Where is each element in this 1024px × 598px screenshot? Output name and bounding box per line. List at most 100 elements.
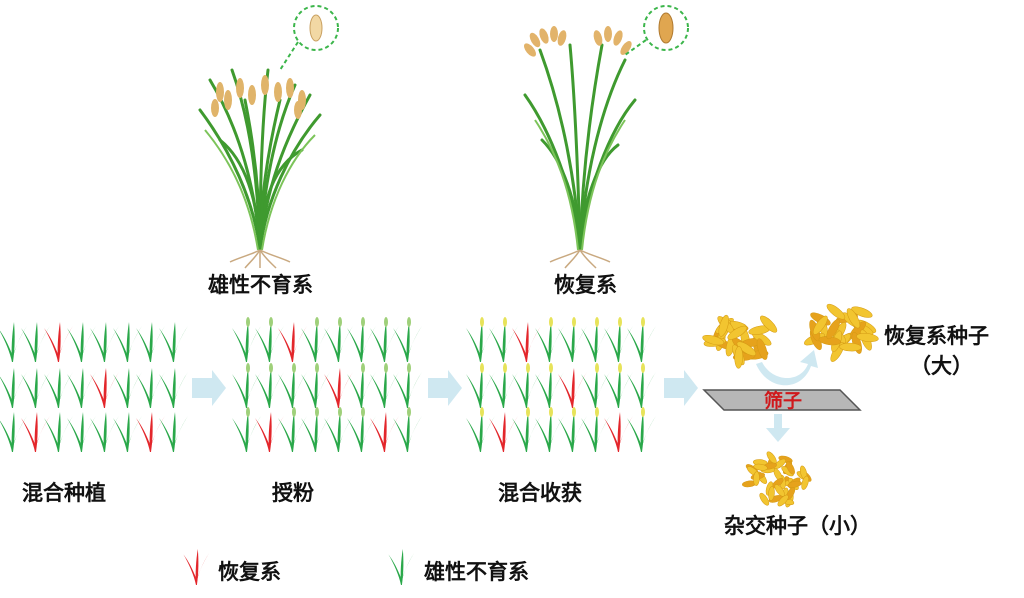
down-arrow-icon xyxy=(766,414,790,442)
sterile-seedling xyxy=(466,363,495,408)
sterile-seedling xyxy=(558,407,587,452)
sterile-seedling xyxy=(136,322,165,362)
rice-grain xyxy=(734,346,743,369)
sterile-seedling xyxy=(232,407,261,452)
rice-grain xyxy=(753,471,760,486)
sterile-seedling xyxy=(67,368,96,408)
sieve-label: 筛子 xyxy=(764,390,803,412)
sterile-seedling xyxy=(44,368,73,408)
sterile-seedling xyxy=(627,317,656,362)
restorer-seedling xyxy=(370,412,399,452)
sterile-seedling xyxy=(67,322,96,362)
restorer-seedling xyxy=(558,368,587,408)
sterile-seedling xyxy=(90,322,119,362)
sterile-seedling xyxy=(581,407,610,452)
sterile-seedling xyxy=(159,322,188,362)
sterile-seedling xyxy=(512,363,541,408)
curved-arrow-icon xyxy=(756,350,818,386)
sterile-seedling xyxy=(604,317,633,362)
restorer-seedling xyxy=(278,322,307,362)
sterile-seedling xyxy=(113,368,142,408)
label-restorer-seed-size: （大） xyxy=(910,354,973,378)
hybrid-seed-pile xyxy=(742,451,812,508)
field-pollination xyxy=(232,317,422,452)
label-restorer-seed: 恢复系种子 xyxy=(884,324,989,348)
label-mixed-planting: 混合种植 xyxy=(22,481,106,505)
rice-grain xyxy=(777,494,789,507)
rice-grain xyxy=(856,333,879,342)
sterile-rice-plant xyxy=(198,5,339,269)
sieve xyxy=(702,389,862,411)
sterile-seedling xyxy=(581,317,610,362)
restorer-seedling xyxy=(324,368,353,408)
sterile-seedling xyxy=(489,363,518,408)
legend-label-sterile: 雄性不育系 xyxy=(424,560,529,584)
label-mixed-harvest: 混合收获 xyxy=(498,481,582,505)
sterile-seedling xyxy=(159,368,188,408)
sterile-seedling xyxy=(0,368,27,408)
sterile-seedling xyxy=(0,412,27,452)
rice-grain xyxy=(826,303,846,320)
rice-grain xyxy=(759,492,770,506)
rice-grain xyxy=(718,314,729,337)
sterile-seedling xyxy=(466,317,495,362)
sterile-seedling xyxy=(90,412,119,452)
sterile-seedling xyxy=(324,407,353,452)
restorer-seedling xyxy=(90,368,119,408)
sterile-seedling xyxy=(324,317,353,362)
rice-grain xyxy=(851,306,873,318)
sterile-seedling xyxy=(627,407,656,452)
sterile-seedling xyxy=(535,363,564,408)
label-hybrid-seed: 杂交种子（小） xyxy=(724,514,871,538)
sterile-seedling xyxy=(159,412,188,452)
sterile-seedling xyxy=(370,363,399,408)
sterile-seedling xyxy=(278,363,307,408)
sterile-seedling xyxy=(347,407,376,452)
rice-grain xyxy=(702,334,725,346)
sterile-seedling xyxy=(301,363,330,408)
arrow-icon xyxy=(192,370,226,406)
restorer-seed-pile xyxy=(804,303,879,362)
field-mixed-planting xyxy=(0,322,188,452)
rice-grain xyxy=(846,308,861,329)
red-seedling-icon xyxy=(183,549,210,585)
restorer-seedling xyxy=(21,412,50,452)
sterile-seedling xyxy=(347,363,376,408)
sterile-seedling xyxy=(347,317,376,362)
green-seedling-icon xyxy=(388,549,415,585)
sterile-seedling xyxy=(0,322,27,362)
restorer-seedling xyxy=(136,412,165,452)
restorer-seedling xyxy=(512,322,541,362)
sterile-seedling xyxy=(393,407,422,452)
sterile-seedling xyxy=(113,412,142,452)
sterile-seedling xyxy=(301,317,330,362)
restorer-seedling xyxy=(44,322,73,362)
sterile-seedling xyxy=(232,317,261,362)
sterile-seedling xyxy=(535,407,564,452)
rice-grain xyxy=(773,458,786,470)
rice-grain xyxy=(787,480,802,488)
sterile-seedling xyxy=(466,407,495,452)
sterile-seedling xyxy=(136,368,165,408)
sterile-seedling xyxy=(113,322,142,362)
restorer-rice-plant xyxy=(523,5,689,269)
field-mixed-harvest xyxy=(466,317,656,452)
sterile-seedling xyxy=(393,363,422,408)
sterile-seedling xyxy=(278,407,307,452)
sterile-seedling xyxy=(604,363,633,408)
rice-grain xyxy=(736,341,757,356)
rice-grain xyxy=(826,319,840,340)
sterile-seedling xyxy=(232,363,261,408)
label-pollination: 授粉 xyxy=(272,481,314,505)
sterile-seedling xyxy=(535,317,564,362)
sterile-seedling xyxy=(67,412,96,452)
rice-grain xyxy=(760,315,778,333)
sterile-seedling xyxy=(370,317,399,362)
sterile-seedling xyxy=(21,368,50,408)
restorer-seedling xyxy=(489,412,518,452)
arrow-icon xyxy=(428,370,462,406)
sterile-seedling xyxy=(301,407,330,452)
sterile-seedling xyxy=(255,363,284,408)
restorer-seedling xyxy=(255,412,284,452)
